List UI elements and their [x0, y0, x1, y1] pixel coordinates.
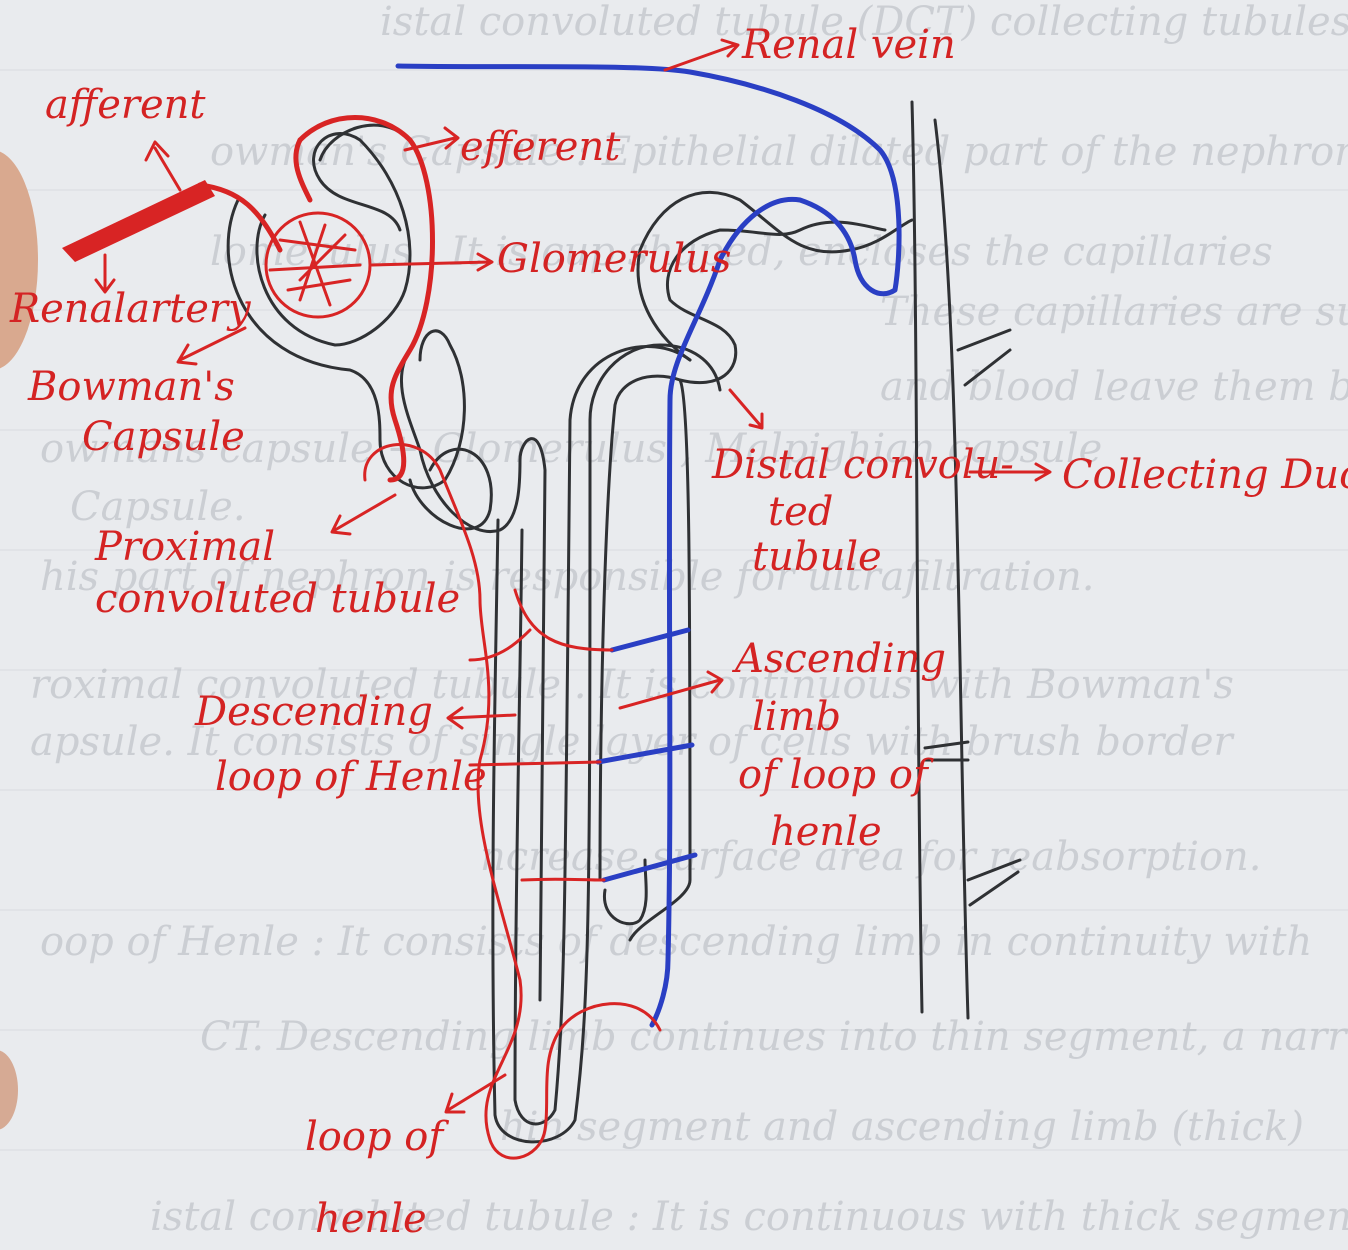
label-bowmans-2: Capsule	[82, 414, 245, 460]
background-note: oop of Henle : It consists of descending…	[40, 919, 1312, 965]
label-ascending-2: limb	[752, 694, 841, 740]
arrow-proximal	[332, 495, 395, 534]
label-loop-2: henle	[315, 1196, 427, 1242]
renal-artery	[62, 180, 215, 262]
label-ascending-3: of loop of	[738, 752, 934, 798]
label-afferent: afferent	[45, 82, 206, 128]
label-bowmans-1: Bowman's	[27, 364, 235, 410]
label-proximal-1: Proximal	[94, 524, 275, 570]
label-distal-1: Distal convolu-	[711, 442, 1014, 488]
background-note: hin segment and ascending limb (thick)	[500, 1104, 1304, 1150]
label-descending-1: Descending	[194, 689, 433, 735]
background-note: and blood leave them by efferent arterio…	[880, 364, 1348, 410]
arrow-bowmans	[178, 328, 245, 364]
label-distal-3: tubule	[752, 534, 882, 580]
arrow-afferent	[146, 142, 180, 190]
label-collecting-duct: Collecting Duct	[1062, 452, 1348, 498]
label-renal-artery: Renalartery	[9, 286, 252, 332]
label-descending-2: loop of Henle	[215, 754, 487, 800]
label-proximal-2: convoluted tubule	[95, 576, 460, 622]
label-loop-1: loop of	[305, 1114, 449, 1160]
label-ascending-4: henle	[770, 809, 882, 855]
label-ascending-1: Ascending	[731, 636, 946, 682]
background-note: CT. Descending limb continues into thin …	[200, 1014, 1348, 1060]
label-glomerulus: Glomerulus	[497, 236, 731, 282]
label-renal-vein: Renal vein	[741, 22, 956, 68]
label-distal-2: ted	[768, 489, 833, 535]
arrow-distal	[730, 390, 762, 428]
background-note: owman's Capsule : Epithelial dilated par…	[210, 129, 1348, 175]
label-efferent: efferent	[460, 124, 621, 170]
vasa-recta-rung	[612, 630, 688, 650]
